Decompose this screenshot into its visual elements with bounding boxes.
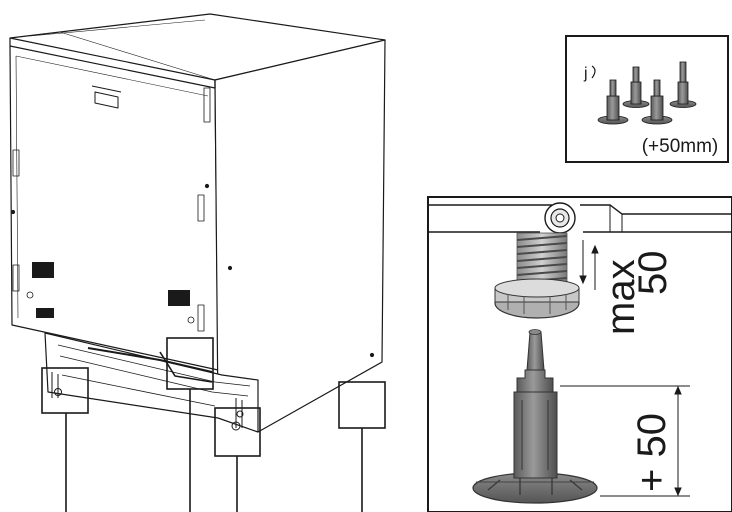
dishwasher-illustration (9, 13, 386, 433)
callout-box-rear-right-foot (338, 381, 386, 429)
extension-leg (472, 329, 598, 504)
dishwasher-front-panel (9, 45, 219, 371)
adjustment-nut (544, 202, 576, 234)
dishwasher-side-panel (214, 39, 386, 433)
foot-pad (494, 278, 580, 319)
hand-icon (591, 65, 596, 79)
foot-kit-marker: j (583, 65, 588, 82)
extension-foot-2 (622, 66, 650, 108)
max-label: max (599, 259, 643, 335)
threaded-spindle (516, 232, 568, 284)
foot-callouts (41, 337, 386, 512)
foot-kit-inset: j (+50mm) (565, 35, 729, 163)
plus-50-label: + 50 (630, 413, 674, 492)
foot-detail-view: max 50 + 50 (427, 196, 732, 512)
callout-box-front-left-foot (41, 367, 89, 414)
max-value: 50 (631, 251, 675, 296)
extension-foot-4 (669, 61, 697, 108)
extension-foot-1 (597, 79, 629, 125)
extension-foot-3 (641, 79, 673, 125)
detail-frame (427, 196, 732, 512)
max-dimension-arrow (579, 240, 599, 290)
dishwasher-base (44, 332, 259, 433)
foot-kit-caption: (+50mm) (642, 136, 719, 157)
plus-50-dimension (560, 385, 690, 497)
foot-kit-frame (565, 35, 729, 163)
door-handle-recess (91, 85, 122, 109)
